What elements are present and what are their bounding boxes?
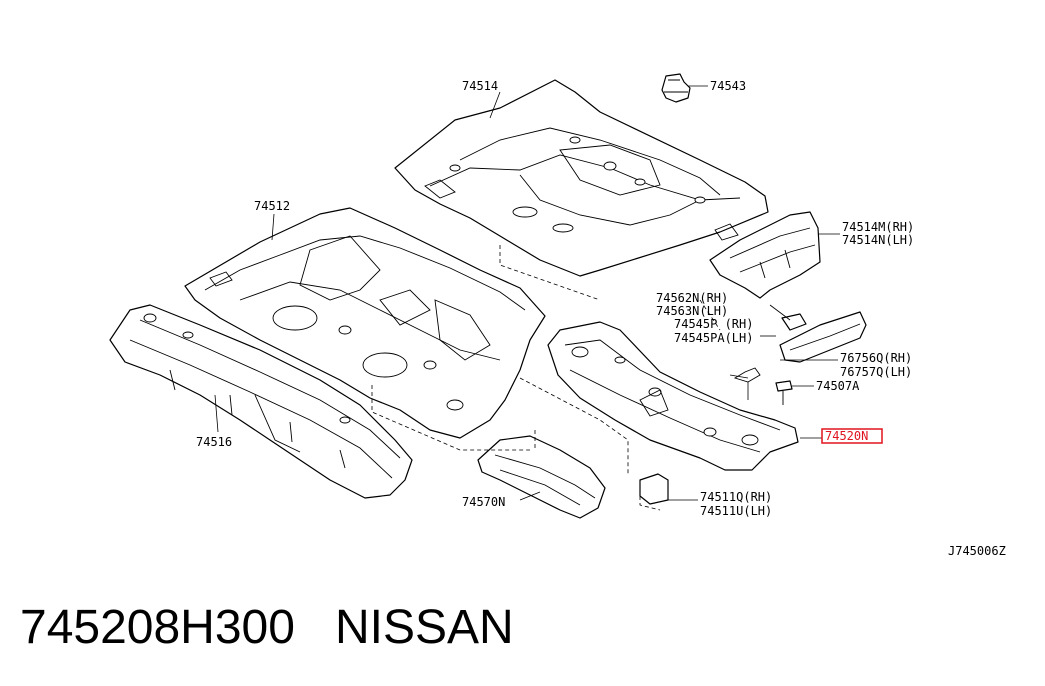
front-floor-74512[interactable]: [184, 207, 546, 439]
highlight-box: [821, 428, 883, 444]
assembly-lines: [371, 245, 721, 511]
label-74514: 74514: [462, 79, 498, 93]
label-76756Q: 76756Q(RH): [840, 351, 912, 365]
label-74545PA: 74545PA(LH): [674, 331, 753, 345]
rear-floor-74514[interactable]: [394, 79, 769, 277]
brand-name: NISSAN: [334, 601, 514, 654]
bracket-74511Q[interactable]: [639, 473, 669, 505]
cover-74570N[interactable]: [477, 435, 606, 519]
label-74511U: 74511U(LH): [700, 504, 772, 518]
bracket-74545P[interactable]: [733, 367, 761, 400]
leader-lines: [214, 85, 840, 501]
part-number: 745208H300: [20, 601, 295, 654]
label-74514M: 74514M(RH): [842, 220, 914, 234]
label-76757Q: 76757Q(LH): [840, 365, 912, 379]
label-74545P: 74545P (RH): [674, 317, 753, 331]
label-74516: 74516: [196, 435, 232, 449]
diagram-code: J745006Z: [948, 544, 1006, 558]
label-74543: 74543: [710, 79, 746, 93]
parts-diagram: 74514 74543 74512 74514M(RH) 74514N(LH) …: [109, 73, 1006, 558]
label-74512: 74512: [254, 199, 290, 213]
label-74570N: 74570N: [462, 495, 505, 509]
bolt-74507A[interactable]: [775, 380, 793, 405]
extension-74514M[interactable]: [709, 211, 821, 299]
part-caption: 745208H300 NISSAN: [20, 600, 514, 655]
rear-member-74520N[interactable]: [547, 321, 799, 471]
side-member-74516[interactable]: [109, 304, 413, 499]
bracket-76756Q[interactable]: [779, 311, 867, 363]
label-74520N[interactable]: 74520N: [825, 429, 868, 443]
label-74511Q: 74511Q(RH): [700, 490, 772, 504]
label-74563N: 74563N(LH): [656, 304, 728, 318]
bracket-74543[interactable]: [661, 73, 691, 103]
label-74514N: 74514N(LH): [842, 233, 914, 247]
label-74507A: 74507A: [816, 379, 860, 393]
label-74562N: 74562N(RH): [656, 291, 728, 305]
